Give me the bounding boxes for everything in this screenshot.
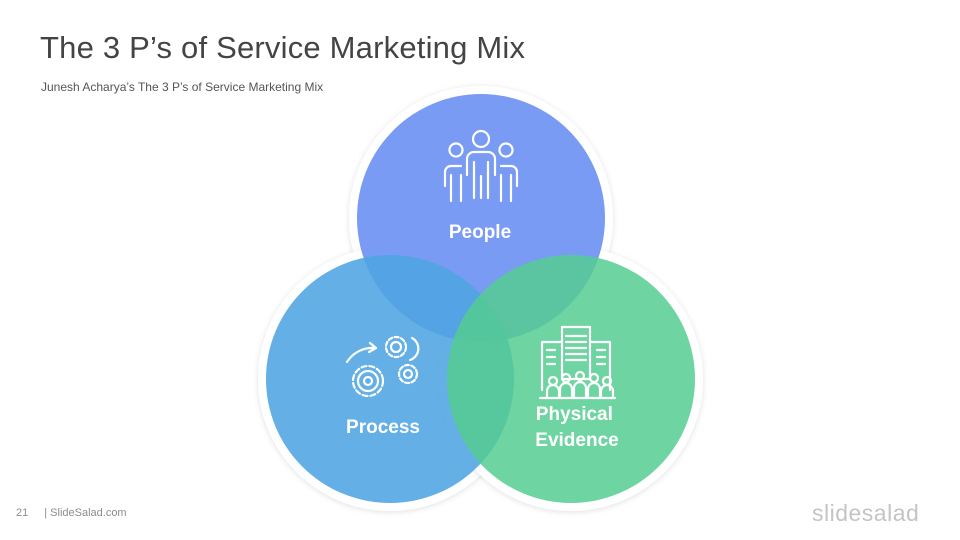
building-crowd-icon — [538, 325, 617, 400]
slide-subtitle: Junesh Acharya’s The 3 P’s of Service Ma… — [41, 80, 324, 94]
label-process: Process — [346, 417, 420, 438]
slide-title: The 3 P’s of Service Marketing Mix — [40, 30, 526, 65]
label-people: People — [449, 222, 511, 243]
gears-icon — [345, 335, 420, 398]
footer: 21 | SlideSalad.com — [16, 507, 127, 519]
footer-site-link[interactable]: | SlideSalad.com — [44, 507, 127, 519]
circle-process — [266, 255, 514, 503]
brand-logo: slidesalad — [812, 500, 920, 526]
page-number: 21 — [16, 507, 29, 519]
people-icon — [443, 129, 519, 203]
label-physical-evidence: Physical Evidence — [535, 404, 618, 451]
